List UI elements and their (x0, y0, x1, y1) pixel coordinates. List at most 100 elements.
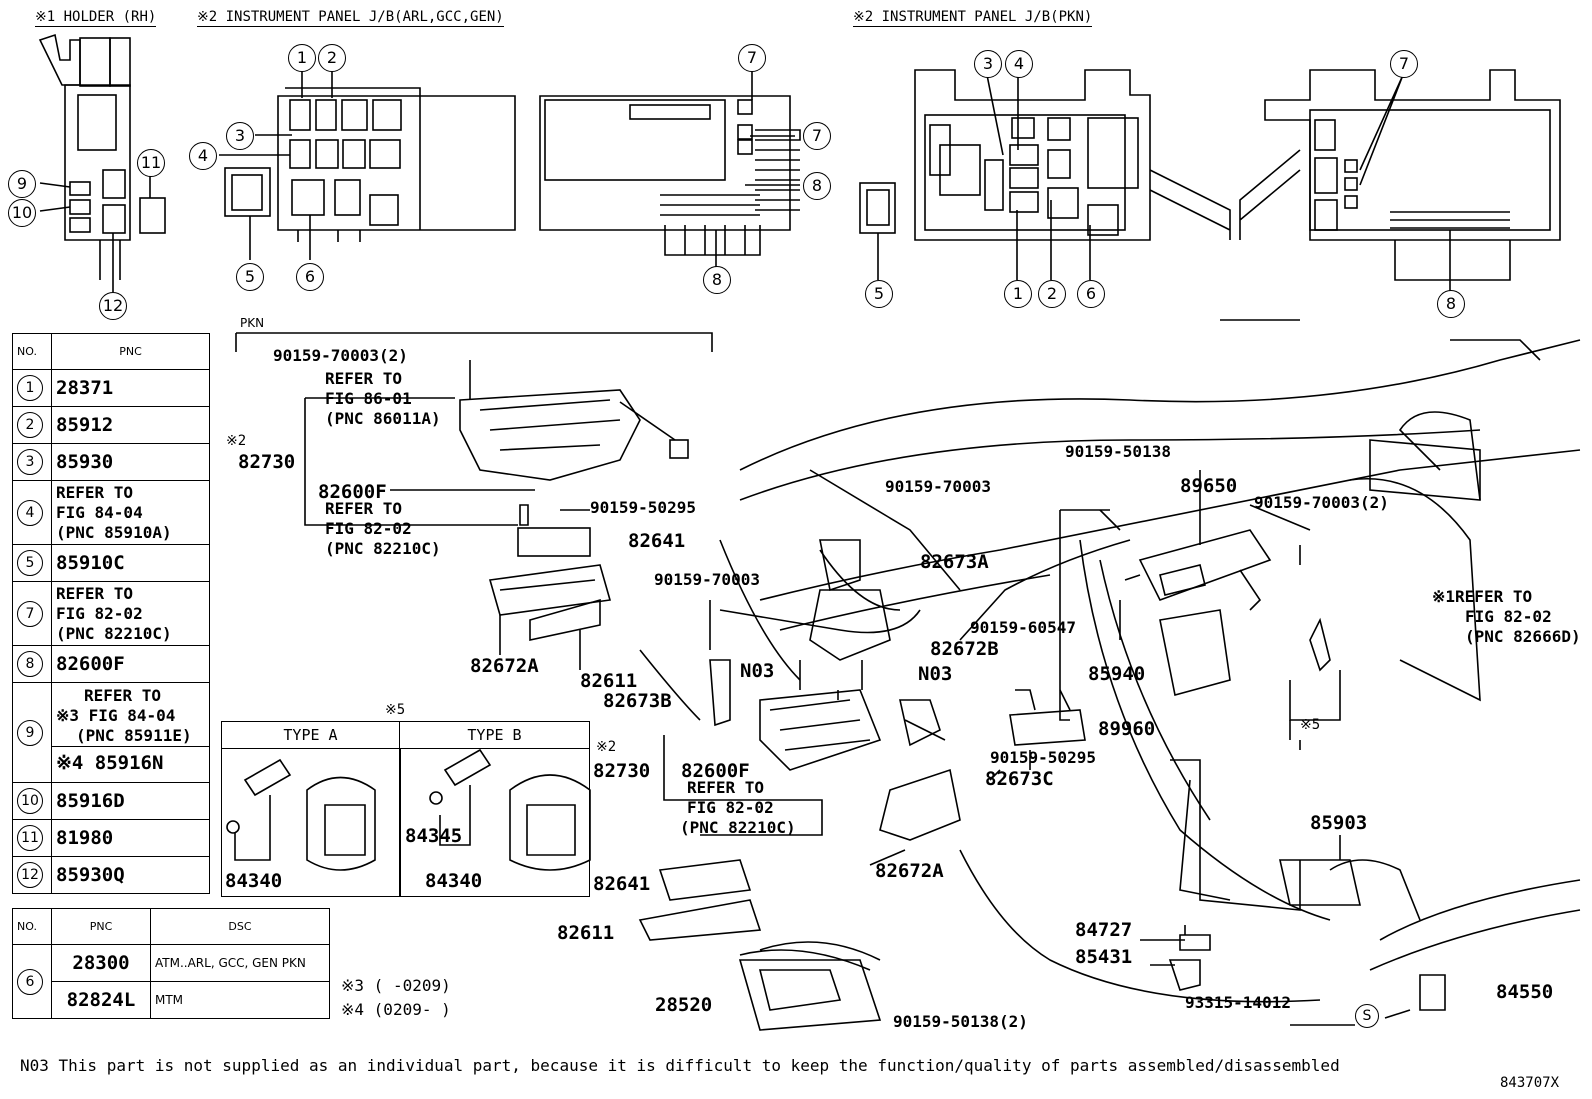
type-b-part-1: 84345 (405, 825, 463, 847)
callout-7b: 7 (803, 122, 831, 150)
row-pnc-line: REFER TO (84, 686, 162, 705)
callout-pkn-3: 3 (974, 50, 1002, 78)
row-pnc: 82600F (51, 645, 210, 683)
refer-fig-label: FIG 82-02 (325, 519, 412, 538)
holder-refer-pnc: (PNC 82666D) (1465, 627, 1581, 646)
part-84550: 84550 (1496, 981, 1554, 1003)
type-b-part-2: 84340 (425, 870, 483, 892)
callout-7a: 7 (738, 44, 766, 72)
mark-2-a: ※2 (226, 433, 247, 449)
pkn-label: PKN (240, 316, 265, 330)
callout-2: 2 (318, 44, 346, 72)
callout-pkn-7: 7 (1390, 50, 1418, 78)
refer-pnc-label: (PNC 82210C) (325, 539, 441, 558)
row-no: 4 (17, 499, 43, 526)
type-box-mark: ※5 (385, 702, 406, 718)
part-90159-70003-2-b: 90159-70003(2) (1254, 493, 1389, 512)
figure-id: 843707X (1500, 1075, 1560, 1091)
part-82611-b: 82611 (557, 922, 615, 944)
row-pnc-line: REFER TO (56, 583, 134, 603)
dashboard-outline (639, 319, 1581, 1003)
callout-pkn-4: 4 (1005, 50, 1033, 78)
row-pnc-line: (PNC 85910A) (56, 522, 172, 542)
part-90159-50295-a: 90159-50295 (590, 498, 696, 517)
part-85940: 85940 (1088, 663, 1146, 685)
pnc-table-header-no: NO. (12, 333, 52, 370)
type-b-label: TYPE B (400, 722, 589, 749)
n03-label-a: N03 (740, 660, 775, 682)
table6-header-dsc: DSC (150, 908, 330, 945)
row-pnc: 85930 (51, 443, 210, 481)
table6-no: 6 (17, 968, 43, 995)
callout-12: 12 (99, 292, 127, 320)
type-a-part: 84340 (225, 870, 283, 892)
part-90159-70003-2-a: 90159-70003(2) (273, 346, 408, 365)
holder-refer-to: ※1REFER TO (1432, 587, 1533, 606)
holder-rh-title: ※1 HOLDER (RH) (35, 9, 157, 27)
part-82672a-b: 82672A (875, 860, 944, 882)
part-90159-50138: 90159-50138 (1065, 442, 1171, 461)
jb-arl-illustration (219, 58, 801, 268)
refer-to-label: REFER TO (325, 499, 403, 518)
callout-pkn-2: 2 (1038, 280, 1066, 308)
part-82641-a: 82641 (628, 530, 686, 552)
row-no: 12 (17, 862, 43, 888)
row-no: 2 (17, 412, 43, 438)
row-pnc-sub: ※4 85916N (52, 746, 209, 779)
part-90159-50295-b: 90159-50295 (990, 748, 1096, 767)
mark-5: ※5 (1300, 717, 1321, 733)
refer-fig-label: FIG 82-02 (687, 798, 774, 817)
part-82673c: 82673C (985, 768, 1054, 790)
part-90159-60547: 90159-60547 (970, 618, 1076, 637)
part-89960: 89960 (1098, 718, 1156, 740)
part-85431: 85431 (1075, 946, 1133, 968)
footnote-3: ※3 ( -0209) (341, 976, 451, 995)
callout-1: 1 (288, 44, 316, 72)
callout-8b: 8 (703, 266, 731, 294)
row-no: 5 (17, 550, 43, 576)
part-82672b: 82672B (930, 638, 999, 660)
part-82730-a: 82730 (238, 451, 296, 473)
part-90159-70003-b: 90159-70003 (885, 477, 991, 496)
callout-pkn-5: 5 (865, 280, 893, 308)
row-pnc-line: (PNC 82210C) (56, 623, 172, 643)
callout-4: 4 (189, 142, 217, 170)
part-82730-b: 82730 (593, 760, 651, 782)
part-90159-70003-c: 90159-70003 (654, 570, 760, 589)
n03-label-b: N03 (918, 663, 953, 685)
row-no: 9 (17, 719, 43, 746)
part-82672a-a: 82672A (470, 655, 539, 677)
row-no: 7 (17, 600, 43, 627)
part-84727: 84727 (1075, 919, 1133, 941)
row-no: 10 (17, 788, 43, 814)
footnote-4: ※4 (0209- ) (341, 1000, 451, 1019)
part-28520: 28520 (655, 994, 713, 1016)
part-85903: 85903 (1310, 812, 1368, 834)
callout-pkn-8: 8 (1437, 290, 1465, 318)
part-82600f-b: 82600F (681, 760, 750, 782)
row-pnc-line: FIG 82-02 (56, 603, 143, 623)
callout-3: 3 (226, 122, 254, 150)
table6-dsc: MTM (150, 981, 330, 1019)
part-82673a: 82673A (920, 551, 989, 573)
row-pnc: 28371 (51, 369, 210, 407)
callout-11: 11 (137, 149, 165, 177)
part-90159-50138-2: 90159-50138(2) (893, 1012, 1028, 1031)
refer-fig-label: FIG 86-01 (325, 389, 412, 408)
row-pnc: 85910C (51, 544, 210, 582)
row-pnc: 81980 (51, 819, 210, 857)
jb-pkn-illustration (859, 69, 1561, 292)
row-pnc-line: REFER TO (56, 482, 134, 502)
table6-pnc: 82824L (51, 981, 151, 1019)
part-82641-b: 82641 (593, 873, 651, 895)
callout-6: 6 (296, 263, 324, 291)
type-box-divider (399, 748, 401, 896)
table6-pnc: 28300 (51, 944, 151, 982)
row-pnc: 85916D (51, 782, 210, 820)
type-a-label: TYPE A (222, 722, 400, 749)
type-box-drawings (226, 748, 591, 871)
row-no: 1 (17, 375, 43, 401)
callout-8a: 8 (803, 172, 831, 200)
part-93315-14012: 93315-14012 (1185, 993, 1291, 1012)
